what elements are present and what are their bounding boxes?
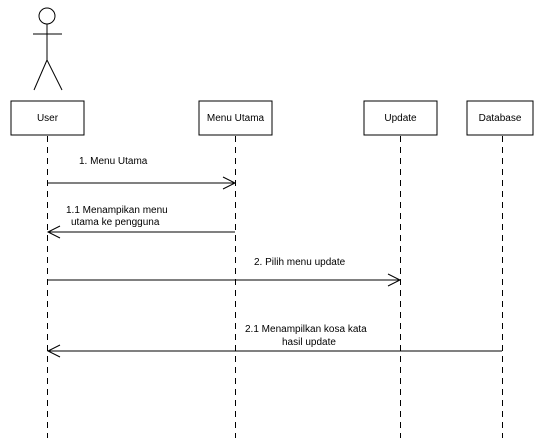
message-1-1: 1.1 Menampikan menu utama ke pengguna bbox=[46, 205, 235, 239]
message-1-1-label-line1: 1.1 Menampikan menu bbox=[66, 205, 168, 216]
message-2-1-arrowhead bbox=[46, 344, 61, 358]
message-1-label: 1. Menu Utama bbox=[79, 156, 148, 167]
message-1: 1. Menu Utama bbox=[48, 156, 237, 190]
participant-database: Database bbox=[466, 100, 534, 438]
participant-update: Update bbox=[363, 100, 438, 438]
message-2-label: 2. Pilih menu update bbox=[254, 257, 346, 268]
participant-database-label: Database bbox=[479, 113, 522, 124]
participant-menu-utama-label: Menu Utama bbox=[207, 113, 265, 124]
user-actor-icon bbox=[33, 7, 63, 91]
message-1-arrowhead bbox=[222, 176, 237, 190]
participant-user-label: User bbox=[37, 113, 59, 124]
participant-user: User bbox=[10, 100, 85, 438]
message-2-arrowhead bbox=[387, 273, 402, 287]
message-2-1: 2.1 Menampilkan kosa kata hasil update bbox=[46, 324, 502, 358]
message-1-1-arrowhead bbox=[46, 225, 61, 239]
message-2: 2. Pilih menu update bbox=[48, 257, 402, 287]
message-1-1-label-line2: utama ke pengguna bbox=[71, 217, 160, 228]
message-2-1-label-line1: 2.1 Menampilkan kosa kata bbox=[245, 324, 367, 335]
participant-menu-utama: Menu Utama bbox=[198, 100, 273, 438]
message-2-1-label-line2: hasil update bbox=[282, 337, 336, 348]
participant-update-label: Update bbox=[384, 113, 417, 124]
